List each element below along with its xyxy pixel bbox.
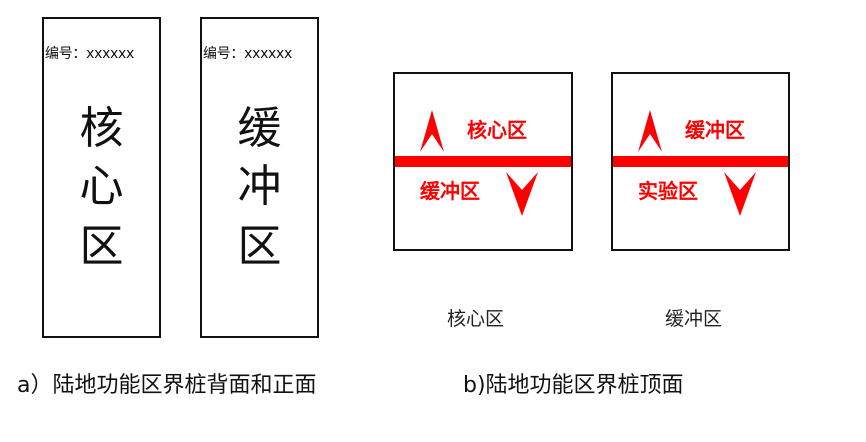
post-char: 冲 bbox=[237, 161, 282, 212]
post-char: 心 bbox=[79, 161, 124, 212]
arrow-down-icon bbox=[724, 172, 756, 216]
post-char: 缓 bbox=[237, 103, 282, 154]
arrow-up-icon bbox=[638, 110, 662, 152]
boundary-line bbox=[395, 156, 571, 167]
boundary-post-core: 编号：xxxxxx 核 心 区 bbox=[42, 17, 161, 338]
boundary-post-buffer: 编号：xxxxxx 缓 冲 区 bbox=[200, 17, 319, 338]
post-char: 核 bbox=[79, 103, 124, 154]
top-face-caption-core: 核心区 bbox=[447, 308, 505, 330]
post-code-label: 编号：xxxxxx bbox=[203, 46, 293, 62]
post-char: 区 bbox=[79, 221, 124, 272]
arrow-up-icon bbox=[420, 110, 444, 152]
post-code-label: 编号：xxxxxx bbox=[45, 46, 135, 62]
figure-caption-a: a）陆地功能区界桩背面和正面 bbox=[17, 373, 317, 398]
zone-label-down: 实验区 bbox=[638, 179, 698, 203]
zone-label-down: 缓冲区 bbox=[420, 179, 480, 203]
zone-label-up: 核心区 bbox=[467, 118, 527, 142]
top-face-caption-buffer: 缓冲区 bbox=[665, 308, 723, 330]
boundary-line bbox=[613, 156, 788, 167]
post-char: 区 bbox=[237, 221, 282, 272]
top-face-buffer: 缓冲区 实验区 bbox=[611, 72, 790, 251]
figure-caption-b: b)陆地功能区界桩顶面 bbox=[463, 373, 684, 398]
top-face-core: 核心区 缓冲区 bbox=[393, 72, 573, 251]
arrow-down-icon bbox=[506, 172, 538, 216]
zone-label-up: 缓冲区 bbox=[685, 118, 745, 142]
